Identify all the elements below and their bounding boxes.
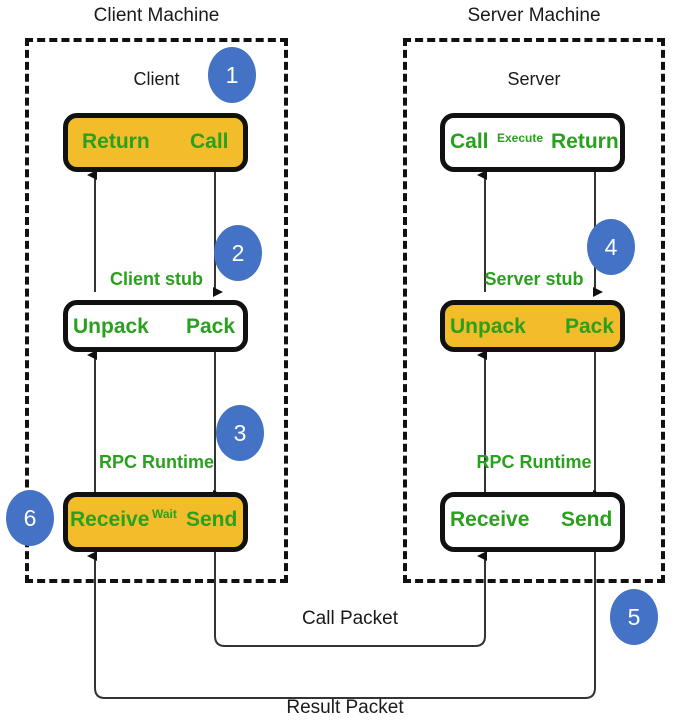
server-app-call-label: Call <box>450 130 489 153</box>
server-app-execute-label: Execute <box>497 131 544 145</box>
client-stub-layer-title: Client stub <box>110 269 203 289</box>
step-badge-3[interactable]: 3 <box>216 405 264 461</box>
step-badge-1[interactable]: 1 <box>208 47 256 103</box>
client-stub-pack-label: Pack <box>186 315 236 338</box>
result-packet-label: Result Packet <box>286 697 404 718</box>
client-runtime-send-label: Send <box>186 508 238 531</box>
client-runtime-layer-title: RPC Runtime <box>98 452 214 472</box>
client-app-layer-title: Client <box>133 69 180 89</box>
server-stub-unpack-label: Unpack <box>450 315 526 338</box>
step-badge-2[interactable]: 2 <box>214 225 262 281</box>
client-stub-box[interactable] <box>63 300 248 352</box>
client-application-box[interactable] <box>63 113 248 172</box>
server-stub-pack-label: Pack <box>565 315 615 338</box>
client-app-call-label: Call <box>190 130 229 153</box>
server-runtime-layer-title: RPC Runtime <box>476 452 592 472</box>
client-runtime-box[interactable] <box>63 492 248 552</box>
call-packet-label: Call Packet <box>301 608 399 629</box>
step-badge-6[interactable]: 6 <box>6 490 54 546</box>
client-app-return-label: Return <box>82 130 150 153</box>
server-app-return-label: Return <box>551 130 619 153</box>
server-app-layer-title: Server <box>507 69 561 89</box>
server-runtime-receive-label: Receive <box>450 508 530 531</box>
server-runtime-box[interactable] <box>440 492 625 552</box>
server-runtime-send-label: Send <box>561 508 613 531</box>
server-stub-layer-title: Server stub <box>484 269 584 289</box>
server-machine-title: Server Machine <box>467 5 601 26</box>
step-badge-5[interactable]: 5 <box>610 589 658 645</box>
client-runtime-receive-label: Receive <box>70 508 150 531</box>
client-machine-title: Client Machine <box>93 5 220 26</box>
server-stub-box[interactable] <box>440 300 625 352</box>
client-runtime-wait-label: Wait <box>152 507 177 521</box>
client-stub-unpack-label: Unpack <box>73 315 149 338</box>
server-application-box[interactable] <box>440 113 625 172</box>
step-badge-4[interactable]: 4 <box>587 219 635 275</box>
